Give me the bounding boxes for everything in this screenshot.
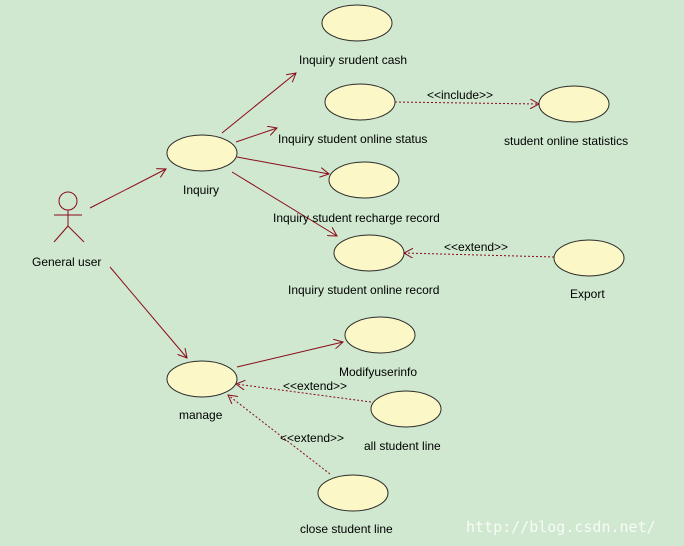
usecase-manage[interactable]: manage — [166, 360, 238, 422]
usecase-inquiry-label: Inquiry — [183, 183, 219, 197]
dependency-extend-close-line — [228, 395, 331, 475]
usecase-recharge-label: Inquiry student recharge record — [273, 211, 440, 225]
watermark: http://blog.csdn.net/ — [466, 518, 656, 536]
association-manage-modify — [236, 342, 343, 368]
usecase-close-line[interactable]: close student line — [300, 474, 393, 536]
extend-label-export: <<extend>> — [444, 240, 508, 254]
extend-label-close-line: <<extend>> — [280, 431, 344, 445]
dependency-extend-export — [404, 253, 555, 257]
usecase-online-record-label: Inquiry student online record — [288, 283, 439, 297]
usecase-manage-label: manage — [179, 408, 223, 422]
usecase-export[interactable]: Export — [553, 239, 625, 301]
actor-left-leg — [53, 225, 69, 243]
association-inquiry-cash — [221, 73, 296, 134]
usecase-close-line-label: close student line — [300, 522, 393, 536]
usecase-online-stats[interactable]: student online statistics — [504, 85, 628, 148]
usecase-cash[interactable]: Inquiry srudent cash — [299, 4, 407, 67]
usecase-inquiry[interactable]: Inquiry — [166, 134, 238, 197]
usecase-export-label: Export — [570, 287, 605, 301]
extend-label-all-line: <<extend>> — [283, 379, 347, 393]
association-inquiry-online-status — [235, 128, 277, 143]
dependency-include — [394, 102, 539, 104]
usecase-online-status[interactable]: Inquiry student online status — [278, 83, 427, 146]
usecase-cash-label: Inquiry srudent cash — [299, 53, 407, 67]
association-actor-manage — [109, 266, 187, 358]
usecase-modify[interactable]: Modifyuserinfo — [339, 316, 417, 379]
usecase-all-line-label: all student line — [364, 439, 441, 453]
actor-right-leg — [67, 225, 85, 243]
actor-label: General user — [32, 255, 101, 269]
usecase-online-status-label: Inquiry student online status — [278, 132, 427, 146]
usecase-recharge[interactable]: Inquiry student recharge record — [273, 161, 440, 225]
association-inquiry-online-record — [231, 171, 337, 236]
actor-general-user[interactable]: General user — [32, 191, 101, 269]
usecase-all-line[interactable]: all student line — [364, 390, 442, 453]
association-inquiry-recharge — [236, 156, 329, 174]
usecase-online-record[interactable]: Inquiry student online record — [288, 234, 439, 297]
include-label: <<include>> — [427, 88, 493, 102]
association-actor-inquiry — [89, 169, 166, 209]
dependency-extend-all-line — [236, 384, 372, 403]
actor-head — [58, 191, 78, 211]
usecase-modify-label: Modifyuserinfo — [339, 365, 417, 379]
usecase-online-stats-label: student online statistics — [504, 134, 628, 148]
